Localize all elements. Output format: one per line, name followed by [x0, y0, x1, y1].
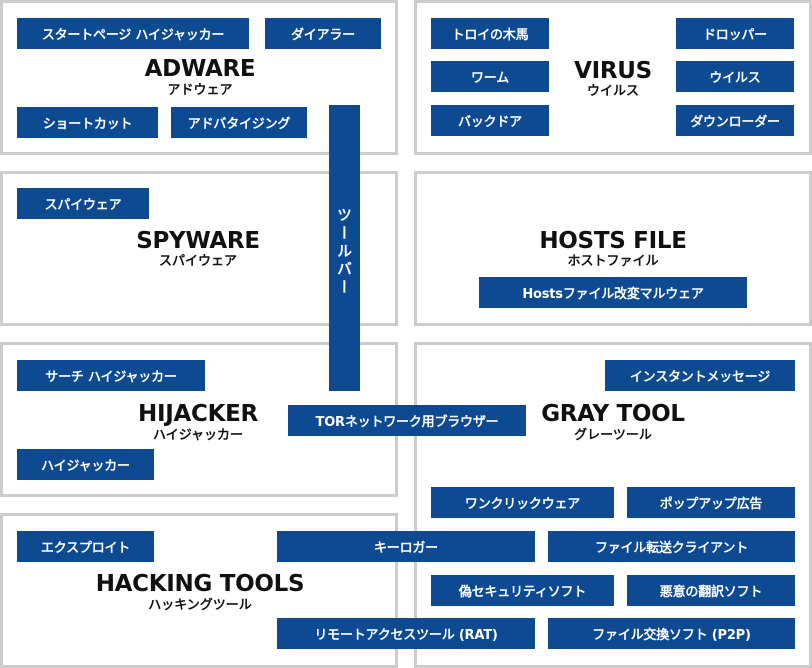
hosts-title: HOSTS FILE: [539, 228, 687, 254]
virus-tag-worm: ワーム: [431, 61, 549, 92]
toolbar-tag: ツールバー: [329, 105, 360, 391]
graytool-tag-fakesecurity: 偽セキュリティソフト: [431, 575, 614, 606]
hijacker-tag-search: サーチ ハイジャッカー: [17, 360, 205, 391]
virus-tag-trojan: トロイの木馬: [431, 18, 549, 49]
graytool-tag-filetransfer: ファイル転送クライアント: [548, 531, 795, 562]
graytool-tag-oneclick: ワンクリックウェア: [431, 487, 614, 518]
adware-tag-startpage: スタートページ ハイジャッカー: [17, 18, 249, 49]
hacking-tag-rat: リモートアクセスツール (RAT): [277, 618, 535, 649]
adware-subtitle: アドウェア: [167, 83, 233, 98]
virus-tag-dropper: ドロッパー: [676, 18, 794, 49]
virus-subtitle: ウイルス: [586, 84, 639, 99]
graytool-tag-translator: 悪意の翻訳ソフト: [627, 575, 795, 606]
adware-tag-dialer: ダイアラー: [265, 18, 381, 49]
spyware-subtitle: スパイウェア: [158, 254, 237, 269]
toolbar-tag-label: ツールバー: [335, 207, 353, 297]
hijacker-subtitle: ハイジャッカー: [152, 428, 244, 443]
virus-title: VIRUS: [574, 58, 652, 84]
graytool-tag-popup: ポップアップ広告: [627, 487, 795, 518]
hijacker-tag-hijacker: ハイジャッカー: [17, 449, 154, 480]
spyware-tag-spyware: スパイウェア: [17, 188, 149, 219]
adware-tag-advertising: アドバタイジング: [171, 107, 307, 138]
hacking-tag-keylogger: キーロガー: [277, 531, 535, 562]
virus-tag-backdoor: バックドア: [431, 105, 549, 136]
adware-tag-shortcut: ショートカット: [17, 107, 158, 138]
graytool-tag-im: インスタントメッセージ: [605, 360, 795, 391]
spyware-title: SPYWARE: [136, 228, 260, 254]
hosts-tag-malware: Hostsファイル改変マルウェア: [479, 277, 747, 308]
virus-tag-virus: ウイルス: [676, 61, 794, 92]
hacking-subtitle: ハッキングツール: [148, 598, 252, 613]
graytool-title: GRAY TOOL: [541, 401, 685, 427]
hosts-subtitle: ホストファイル: [567, 254, 659, 269]
adware-title: ADWARE: [144, 56, 256, 82]
tor-browser-tag: TORネットワーク用ブラウザー: [288, 405, 526, 436]
hacking-tag-exploit: エクスプロイト: [17, 531, 154, 562]
graytool-tag-p2p: ファイル交換ソフト (P2P): [548, 618, 795, 649]
graytool-subtitle: グレーツール: [574, 428, 652, 443]
hijacker-title: HIJACKER: [138, 401, 258, 427]
virus-tag-downloader: ダウンローダー: [676, 105, 794, 136]
hacking-title: HACKING TOOLS: [95, 571, 305, 597]
